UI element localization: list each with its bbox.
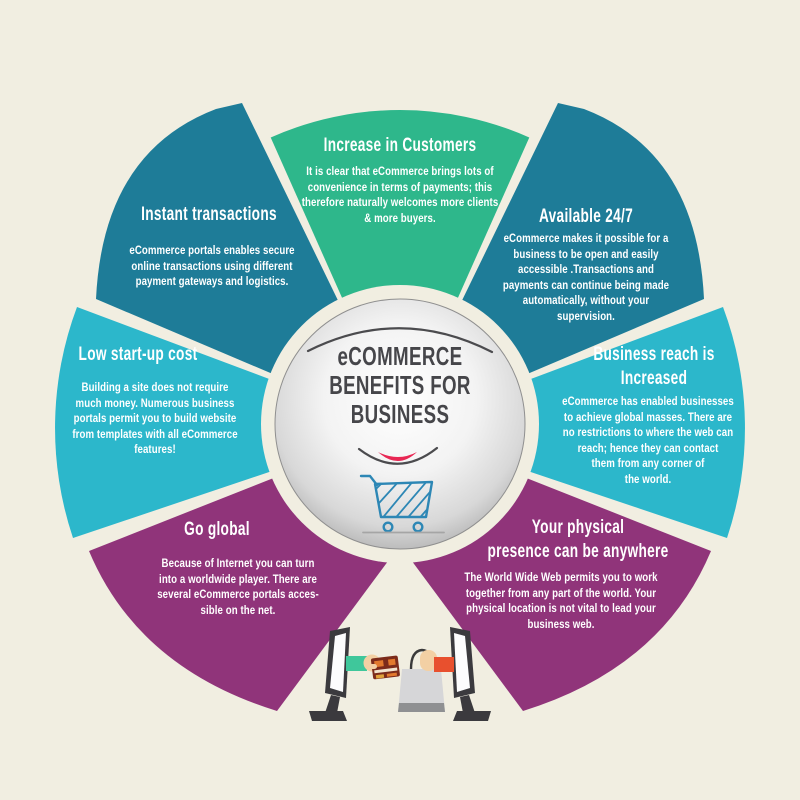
right-monitor-base [453, 711, 491, 721]
petal-heading-go-global: Go global [184, 519, 250, 540]
shopping-bag [398, 669, 445, 712]
left-monitor-base [309, 711, 347, 721]
petal-body-business-reach: eCommerce has enabled businesses to achi… [562, 394, 734, 486]
petal-heading-instant-transactions: Instant transactions [141, 204, 277, 225]
petal-body-physical-presence: The World Wide Web permits you to work t… [464, 570, 658, 631]
petal-body-available-24-7: eCommerce makes it possible for a busine… [502, 231, 670, 323]
checkout-illustration [309, 627, 491, 721]
right-hand [420, 650, 437, 671]
petal-low-start-up-cost [55, 307, 400, 538]
petal-body-increase-customers: It is clear that eCommerce brings lots o… [301, 164, 499, 225]
petal-increase-customers [270, 110, 530, 429]
petal-heading-available-24-7: Available 24/7 [538, 206, 634, 227]
center-title: eCOMMERCE BENEFITS FOR BUSINESS [329, 341, 471, 429]
left-hand-finger [368, 664, 377, 669]
shopping-cart-icon [359, 474, 434, 533]
petal-business-reach [400, 307, 745, 538]
petal-heading-increase-customers: Increase in Customers [323, 135, 477, 156]
right-sleeve [434, 657, 454, 672]
petal-heading-physical-presence: Your physical presence can be anywhere [487, 517, 669, 562]
left-monitor-screen [330, 633, 346, 692]
left-monitor-neck [325, 695, 340, 713]
smile-tongue [378, 452, 417, 461]
shopping-bag-band [398, 703, 445, 712]
petal-body-go-global: Because of Internet you can turn into a … [157, 556, 319, 617]
credit-card [370, 655, 400, 680]
center-sphere [274, 298, 526, 550]
right-monitor-screen [454, 633, 470, 692]
petal-heading-business-reach: Business reach is Increased [593, 344, 715, 389]
smile-arc [357, 446, 439, 465]
petal-body-instant-transactions: eCommerce portals enables secure online … [129, 243, 295, 289]
petal-body-low-start-up-cost: Building a site does not require much mo… [72, 380, 238, 457]
eyebrow-arc [306, 327, 494, 354]
right-monitor-neck [460, 695, 475, 713]
petal-heading-low-start-up-cost: Low start-up cost [78, 344, 198, 365]
left-sleeve [346, 656, 367, 671]
